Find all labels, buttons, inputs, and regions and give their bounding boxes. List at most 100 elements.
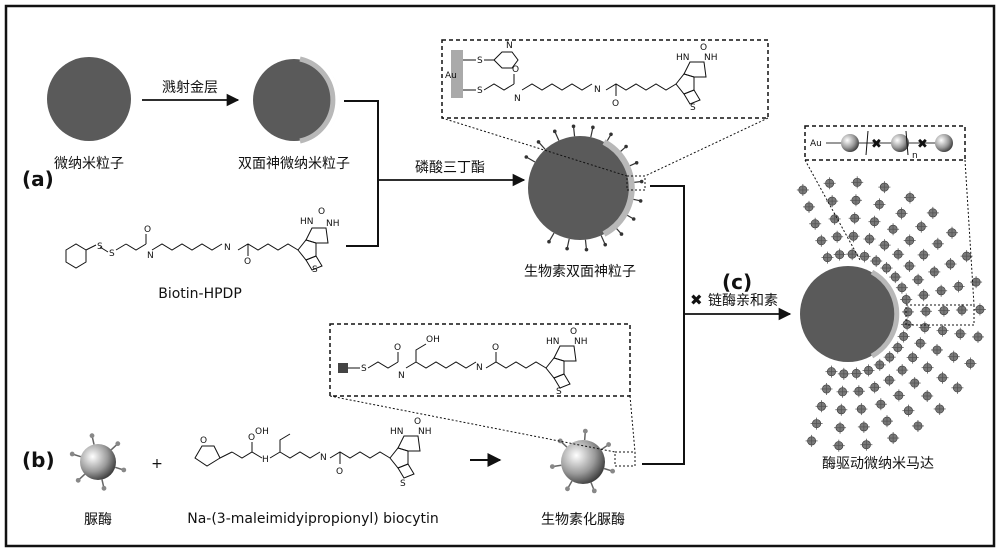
- ligand-head: [631, 217, 636, 221]
- ligand-head: [638, 199, 643, 203]
- zoom-b-structure: [348, 343, 577, 389]
- hpdp-s2: S: [109, 249, 115, 259]
- enzyme-arm-tip: [610, 468, 616, 474]
- biocytin-hn: HN: [390, 427, 404, 437]
- chain-enzyme: [891, 134, 909, 152]
- hpdp-nh: NH: [326, 219, 340, 229]
- motor-particle: [800, 266, 896, 362]
- zoom-c-n: n: [912, 151, 918, 161]
- zoom-a-n1: N: [514, 94, 521, 104]
- zoom-a-n2: N: [594, 85, 601, 95]
- zoom-line-b2: [629, 395, 636, 453]
- biocytin-ho: OH: [255, 427, 269, 437]
- ligand-head: [634, 160, 639, 165]
- zoom-a-o3: O: [700, 43, 707, 53]
- chain-streptavidin-icon: ✖: [917, 137, 928, 152]
- biocytin-nh2: NH: [418, 427, 432, 437]
- enzyme-arm-tip: [606, 442, 612, 447]
- ligand-head: [524, 155, 529, 159]
- panel-b-label: (b): [22, 448, 55, 472]
- zoom-au-label: Au: [445, 71, 457, 81]
- zoom-line-a1: [441, 117, 628, 177]
- ligand-head: [624, 144, 628, 149]
- ligand-head: [591, 125, 595, 130]
- streptavidin-icon: ✖: [690, 291, 703, 309]
- outer-frame: [4, 4, 996, 548]
- ligand-head: [536, 140, 541, 144]
- ligand-head: [547, 239, 551, 244]
- enzyme-body: [561, 440, 605, 484]
- biotinylated-urease-label: 生物素化脲酶: [541, 512, 625, 528]
- enzyme-arm-tip: [549, 464, 555, 469]
- zoom-marker-c: [905, 304, 975, 326]
- enzyme-arm-tip: [121, 467, 127, 473]
- urease-enzyme: [69, 433, 127, 491]
- zoom-a-n3: N: [506, 41, 513, 51]
- enzyme-arm-tip: [557, 438, 563, 444]
- zoom-b-o2: O: [492, 343, 499, 353]
- motor-enzyme-arms: [796, 176, 986, 452]
- hpdp-s1: S: [97, 242, 103, 252]
- biocytin-n: N: [320, 453, 327, 463]
- ligand-head: [639, 179, 644, 184]
- micro-nano-particle-label: 微纳米粒子: [54, 156, 124, 172]
- biotin-hpdp-label: Biotin-HPDP: [158, 286, 242, 302]
- hpdp-n2: N: [224, 243, 231, 253]
- tbp-step-label: 磷酸三丁酯: [415, 160, 485, 176]
- chain-enzyme: [841, 134, 859, 152]
- zoom-c-au: Au: [810, 139, 822, 149]
- enzyme-arm-tip: [89, 433, 95, 439]
- biocytin-o2: O: [248, 433, 255, 443]
- biotin-janus-particle: [528, 136, 632, 240]
- enzyme-arm-tip: [75, 477, 81, 483]
- plus-sign: +: [151, 456, 163, 472]
- zoom-a-s3: S: [690, 103, 696, 113]
- biotinylated-urease: [549, 428, 616, 494]
- ligand-head: [619, 232, 624, 236]
- panel-c-label: (c): [722, 270, 752, 294]
- ligand-head: [565, 246, 569, 251]
- zoom-a-s1: S: [477, 56, 483, 66]
- zoom-c-chain: ✖✖: [826, 130, 953, 156]
- hpdp-o1: O: [144, 225, 151, 235]
- ligand-head: [584, 247, 589, 252]
- ligand-head: [609, 132, 613, 137]
- streptavidin-step-label: 链酶亲和素: [708, 293, 778, 309]
- zoom-line-c2: [964, 159, 975, 306]
- hpdp-hn: HN: [300, 217, 314, 227]
- hpdp-s3: S: [312, 265, 318, 275]
- biotin-janus-label: 生物素双面神粒子: [524, 264, 636, 280]
- janus-particle: [253, 59, 335, 141]
- enzyme-arm-tip: [101, 485, 107, 491]
- urease-attach-point: [338, 363, 348, 373]
- zoom-b-hn: HN: [546, 337, 560, 347]
- zoom-a-nh: NH: [704, 53, 718, 63]
- zoom-marker-a: [626, 175, 646, 191]
- zoom-box-biotin-urease: [329, 323, 631, 397]
- zoom-line-a2: [644, 117, 769, 177]
- biocytin-s: S: [400, 479, 406, 489]
- enzyme-arm-tip: [115, 441, 121, 447]
- hpdp-n1: N: [147, 251, 154, 261]
- biocytin-o1: O: [200, 436, 207, 446]
- repeat-bracket: [865, 130, 909, 156]
- zoom-a-s2: S: [477, 86, 483, 96]
- hpdp-o3: O: [318, 207, 325, 217]
- urease-label: 脲酶: [84, 512, 112, 528]
- enzyme-body: [80, 444, 116, 480]
- zoom-a-o2: O: [612, 99, 619, 109]
- zoom-a-hn: HN: [676, 53, 690, 63]
- zoom-b-o1: O: [394, 343, 401, 353]
- ligand-head: [603, 242, 608, 247]
- zoom-b-oh: OH: [426, 335, 440, 345]
- zoom-marker-b: [614, 451, 636, 467]
- zoom-a-o1: O: [512, 65, 519, 75]
- ligand-head: [552, 129, 557, 134]
- biocytin-nh: H: [262, 455, 269, 465]
- biocytin-label: Na-(3-maleimidyipropionyl) biocytin: [187, 511, 439, 527]
- zoom-b-n2: N: [476, 363, 483, 373]
- gold-surface: [451, 50, 463, 98]
- chain-streptavidin-icon: ✖: [871, 137, 882, 152]
